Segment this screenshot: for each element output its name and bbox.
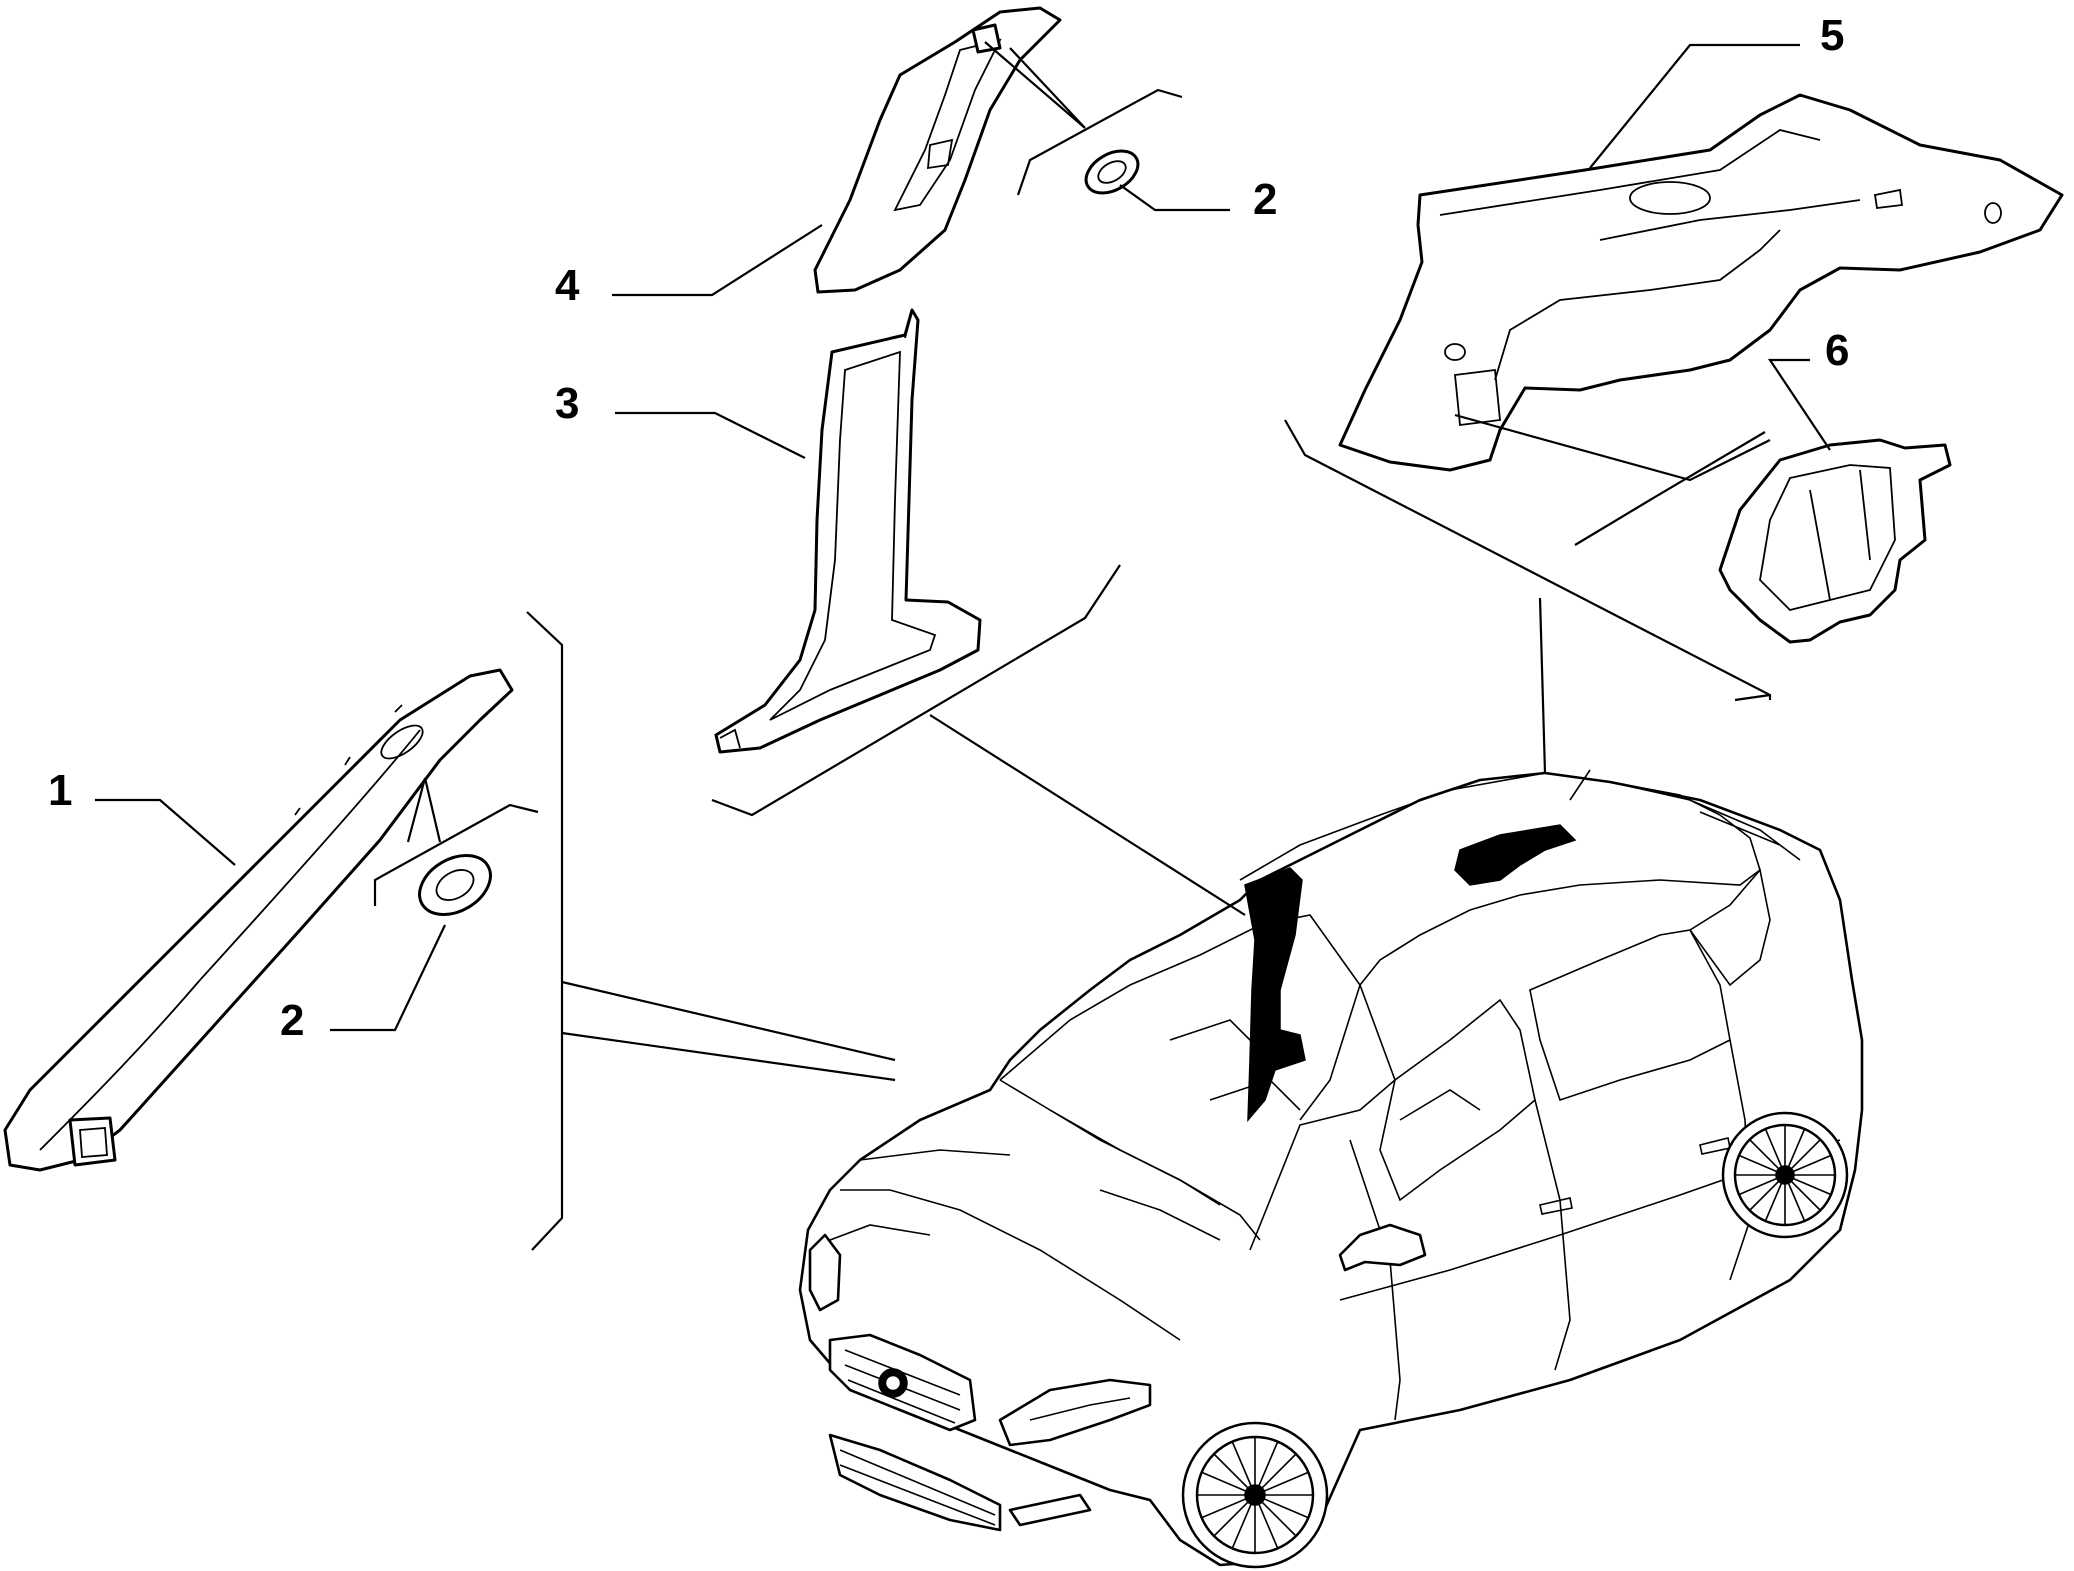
part-2-upper-clip: [1084, 149, 1140, 195]
callout-3: 3: [555, 379, 579, 428]
car-illustration: [798, 769, 1864, 1569]
callout-6: 6: [1825, 326, 1849, 375]
part-1-a-pillar-trim: [3, 668, 514, 1172]
leader-lines: [95, 41, 1831, 1251]
callout-2-upper: 2: [1253, 175, 1277, 224]
part-5-rear-quarter-trim: [1338, 93, 2064, 472]
callout-1: 1: [48, 766, 72, 815]
part-3-b-pillar-trim: [714, 308, 982, 754]
part-4-upper-pillar-trim: [813, 6, 1062, 294]
callout-4: 4: [555, 261, 580, 310]
callout-2-lower: 2: [280, 996, 304, 1045]
part-6-rear-bracket-trim: [1718, 438, 1952, 644]
callout-5: 5: [1820, 11, 1844, 60]
part-2-lower-clip: [418, 854, 492, 916]
callout-labels: 1 2 2 3 4 5 6: [48, 11, 1849, 1045]
